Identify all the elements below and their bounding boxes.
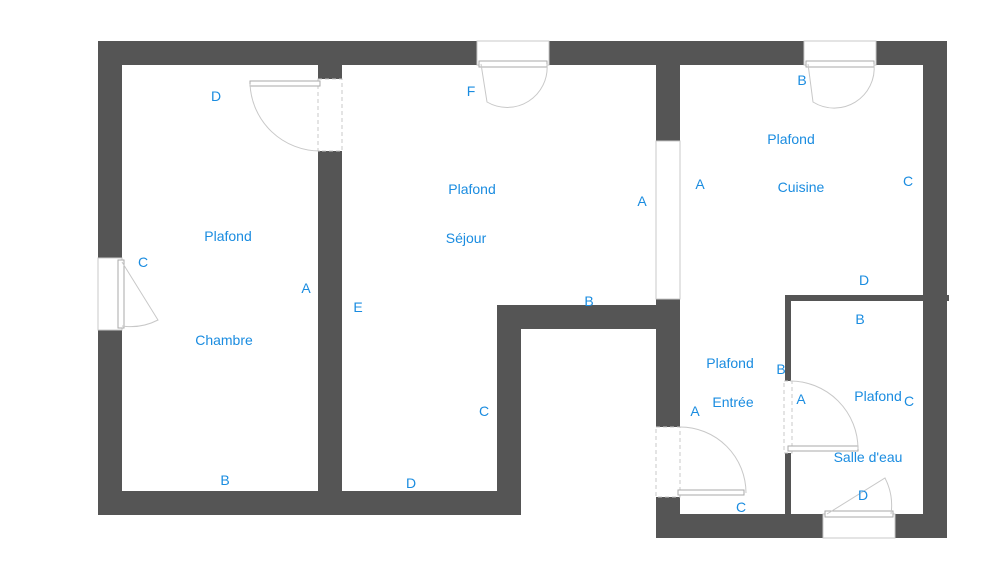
- wall-cuisine-salle-eau: [785, 295, 949, 301]
- doors: [249, 78, 859, 498]
- wall-top-left: [98, 41, 648, 65]
- salle-eau-ceiling-label: Plafond: [854, 388, 901, 404]
- chambre-wall-d-label: D: [211, 88, 221, 104]
- windows: [97, 40, 896, 539]
- cuisine-wall-a-label: A: [695, 176, 705, 192]
- chambre-wall-b-label: B: [220, 472, 229, 488]
- cuisine-ceiling-label: Plafond: [767, 131, 814, 147]
- sejour-ceiling-label: Plafond: [448, 181, 495, 197]
- sejour-name-label: Séjour: [446, 230, 487, 246]
- cuisine-wall-c-label: C: [903, 173, 913, 189]
- salle-eau-wall-b-label: B: [855, 311, 864, 327]
- wall-right: [923, 41, 947, 538]
- cuisine-wall-b-label: B: [797, 72, 806, 88]
- labels: Plafond Chambre D C A B Plafond Séjour F…: [138, 72, 914, 515]
- walls: [98, 41, 949, 538]
- salle-eau-name-label: Salle d'eau: [834, 449, 903, 465]
- entree-wall-c-label: C: [736, 499, 746, 515]
- door-salle-eau: [783, 380, 859, 454]
- sejour-wall-e-label: E: [353, 299, 362, 315]
- salle-eau-wall-a-label: A: [796, 391, 806, 407]
- window-chambre-left: [97, 257, 159, 331]
- sejour-wall-f-label: F: [467, 83, 476, 99]
- wall-bottom-right: [656, 514, 947, 538]
- cuisine-wall-d-label: D: [859, 272, 869, 288]
- door-chambre-sejour: [249, 78, 343, 152]
- sejour-wall-b-label: B: [584, 293, 593, 309]
- window-salle-eau-bottom: [822, 477, 896, 539]
- entree-ceiling-label: Plafond: [706, 355, 753, 371]
- entree-wall-b-label: B: [776, 361, 785, 377]
- window-sejour-top: [476, 40, 550, 108]
- cuisine-name-label: Cuisine: [778, 179, 825, 195]
- entree-name-label: Entrée: [712, 394, 753, 410]
- chambre-wall-a-label: A: [301, 280, 311, 296]
- entree-wall-a-label: A: [690, 403, 700, 419]
- chambre-name-label: Chambre: [195, 332, 253, 348]
- chambre-wall-c-label: C: [138, 254, 148, 270]
- wall-step-vertical: [497, 305, 521, 515]
- sejour-wall-d-label: D: [406, 475, 416, 491]
- door-entree: [655, 426, 747, 498]
- window-sejour-cuisine: [655, 140, 681, 300]
- window-cuisine-top: [803, 40, 877, 109]
- salle-eau-wall-c-label: C: [904, 393, 914, 409]
- wall-top-right: [648, 41, 947, 65]
- wall-step-horizontal: [497, 305, 680, 329]
- chambre-ceiling-label: Plafond: [204, 228, 251, 244]
- sejour-wall-a-label: A: [637, 193, 647, 209]
- sejour-wall-c-label: C: [479, 403, 489, 419]
- wall-bottom-left: [98, 491, 520, 515]
- salle-eau-wall-d-label: D: [858, 487, 868, 503]
